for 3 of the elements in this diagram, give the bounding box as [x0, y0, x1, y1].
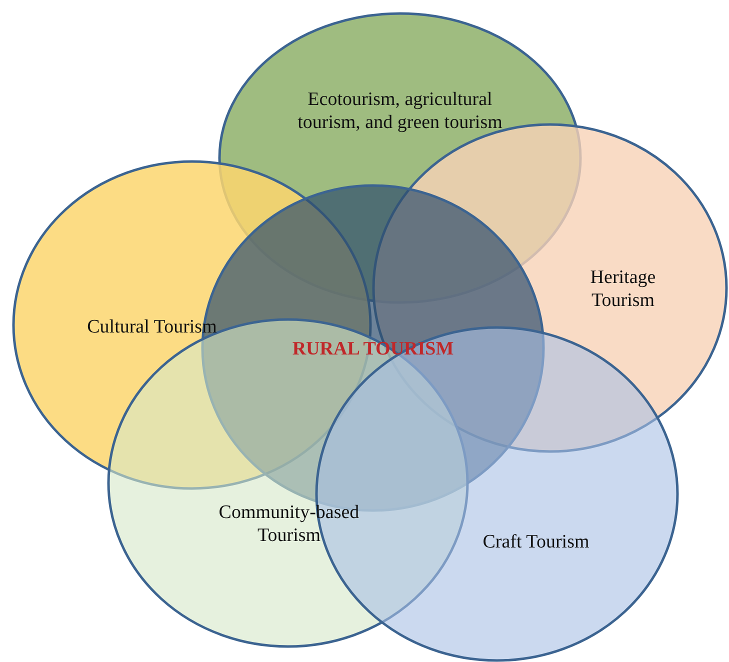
- region-label: Craft Tourism: [482, 530, 590, 554]
- region-label: Heritage Tourism: [589, 266, 657, 312]
- region-label: Ecotourism, agricultural tourism, and green tourism: [296, 88, 504, 134]
